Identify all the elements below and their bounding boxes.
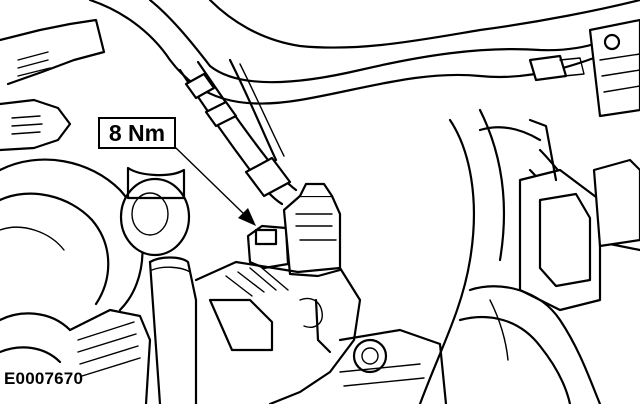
- sensor-connector: [246, 182, 342, 278]
- wiring-harness: [178, 58, 298, 206]
- right-side-assembly: [418, 108, 640, 404]
- callout-arrow: [175, 147, 256, 226]
- upper-left-connector: [0, 18, 106, 152]
- alternator-body: [194, 260, 362, 404]
- top-right-fittings: [478, 18, 640, 142]
- upper-hose: [88, 0, 640, 105]
- bottom-housing: [338, 328, 448, 404]
- torque-callout-label: 8 Nm: [98, 117, 176, 149]
- figure-id-label: E0007670: [4, 369, 84, 388]
- lower-left-tube: [148, 256, 198, 404]
- ribbed-bracket: [0, 308, 152, 404]
- pulley-housing: [0, 158, 191, 312]
